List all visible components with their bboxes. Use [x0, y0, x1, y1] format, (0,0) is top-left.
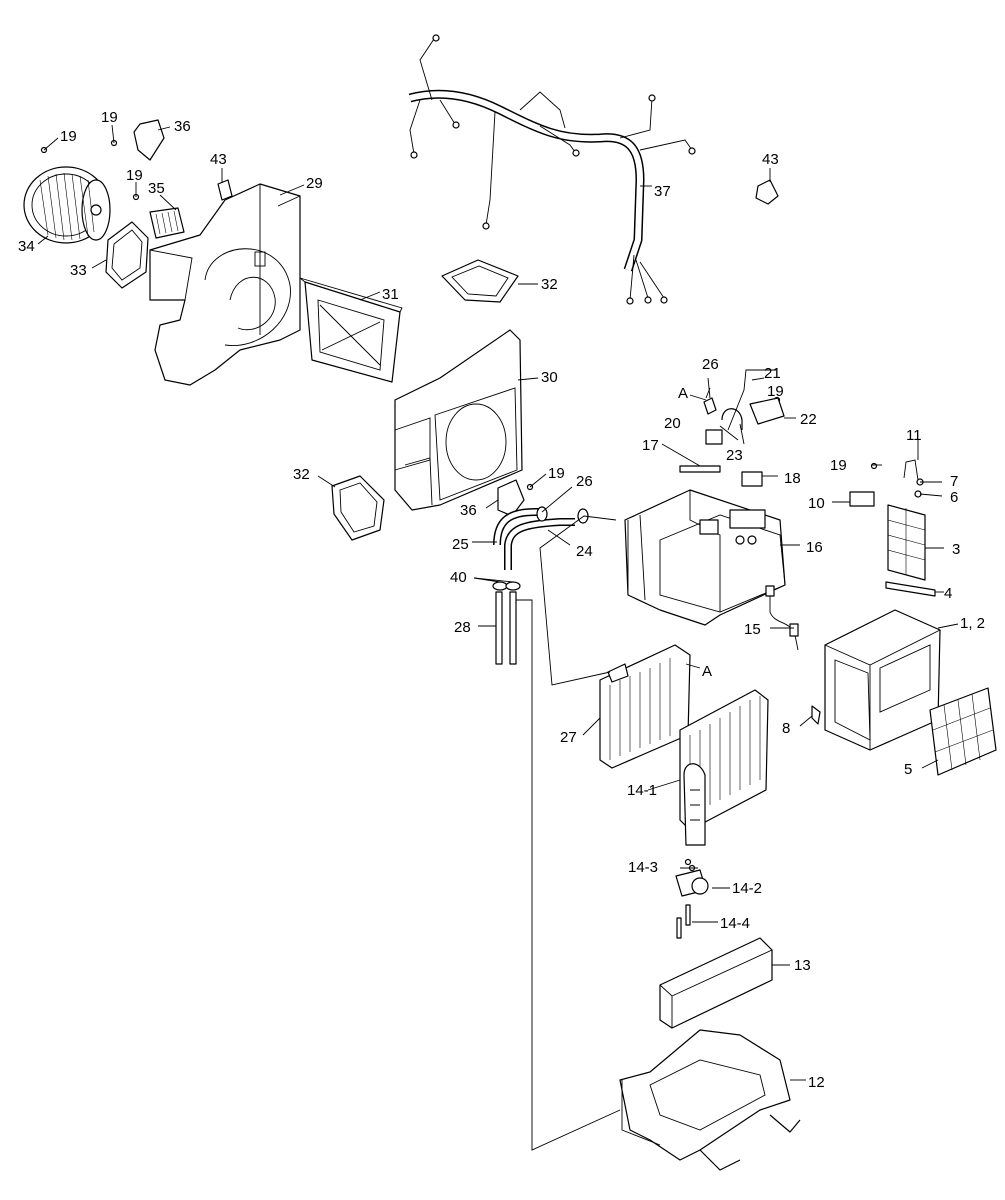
gasket-32-lower: [331, 475, 385, 541]
label-33: 33: [70, 262, 87, 279]
label-19-e: 19: [767, 383, 784, 400]
evaporator-14-1: [679, 689, 769, 846]
label-18: 18: [784, 470, 801, 487]
actuator-36-top: [133, 119, 165, 161]
filter-grille-5: [929, 687, 997, 776]
label-17: 17: [642, 437, 659, 454]
label-36-a: 36: [174, 118, 191, 135]
lower-case-12: [619, 1029, 801, 1171]
label-12: 12: [808, 1074, 825, 1091]
filter-3: [887, 504, 926, 581]
blower-motor-fan: [23, 166, 111, 244]
label-4: 4: [944, 585, 952, 602]
label-16: 16: [806, 539, 823, 556]
label-22: 22: [800, 411, 817, 428]
heater-core-27: [599, 644, 691, 769]
label-29: 29: [306, 175, 323, 192]
label-35: 35: [148, 180, 165, 197]
label-30: 30: [541, 369, 558, 386]
label-32-b: 32: [293, 466, 310, 483]
gasket-33: [105, 221, 149, 289]
strip-4: [885, 581, 936, 597]
label-ref-a-bottom: A: [702, 663, 712, 680]
sensor-43-right: [755, 179, 779, 205]
label-26-b: 26: [702, 356, 719, 373]
label-ref-a-top: A: [678, 385, 688, 402]
label-24: 24: [576, 543, 593, 560]
label-34: 34: [18, 238, 35, 255]
label-1-2: 1, 2: [960, 615, 985, 632]
label-3: 3: [952, 541, 960, 558]
label-8: 8: [782, 720, 790, 737]
label-19-d: 19: [548, 465, 565, 482]
heater-case-30: [394, 329, 523, 511]
hoses-24-25: [493, 506, 589, 570]
label-19-c: 19: [126, 167, 143, 184]
actuator-36-lower: [497, 479, 525, 517]
label-23: 23: [726, 447, 743, 464]
label-20: 20: [664, 415, 681, 432]
label-14-3: 14-3: [628, 859, 658, 876]
label-15: 15: [744, 621, 761, 638]
label-14-2: 14-2: [732, 880, 762, 897]
label-19-f: 19: [830, 457, 847, 474]
label-19-b: 19: [101, 109, 118, 126]
label-36-b: 36: [460, 502, 477, 519]
label-21: 21: [764, 365, 781, 382]
filter-housing-1-2: [824, 609, 941, 751]
sensor-43-left: [217, 179, 233, 201]
label-43-a: 43: [210, 151, 227, 168]
label-31: 31: [382, 286, 399, 303]
expansion-valve-14-2: [675, 858, 709, 939]
label-6: 6: [950, 489, 958, 506]
label-13: 13: [794, 957, 811, 974]
label-25: 25: [452, 536, 469, 553]
label-43-b: 43: [762, 151, 779, 168]
label-37: 37: [654, 183, 671, 200]
blower-case-29: [149, 183, 301, 386]
duct-31: [299, 277, 403, 383]
sensor-cable-15: [765, 585, 799, 651]
label-11: 11: [906, 427, 922, 444]
resistor-35: [149, 207, 185, 239]
label-10: 10: [808, 495, 825, 512]
label-26-a: 26: [576, 473, 593, 490]
wiring-harness-37: [408, 34, 696, 305]
leader-lines: [37, 124, 959, 1151]
label-14-4: 14-4: [720, 915, 750, 932]
mode-case-16: [624, 489, 786, 626]
label-14-1: 14-1: [627, 782, 657, 799]
label-19-a: 19: [60, 128, 77, 145]
label-32-a: 32: [541, 276, 558, 293]
callout-labels: 1, 2 3 4 5 6 7 8 10 11 12 13 14-1 14-2 1…: [18, 109, 985, 1091]
label-7: 7: [950, 473, 958, 490]
pipes-28: [492, 581, 521, 665]
label-5: 5: [904, 761, 912, 778]
label-28: 28: [454, 619, 471, 636]
small-parts: [811, 459, 924, 725]
label-27: 27: [560, 729, 577, 746]
label-40: 40: [450, 569, 467, 586]
drain-pan-13: [659, 937, 773, 1029]
